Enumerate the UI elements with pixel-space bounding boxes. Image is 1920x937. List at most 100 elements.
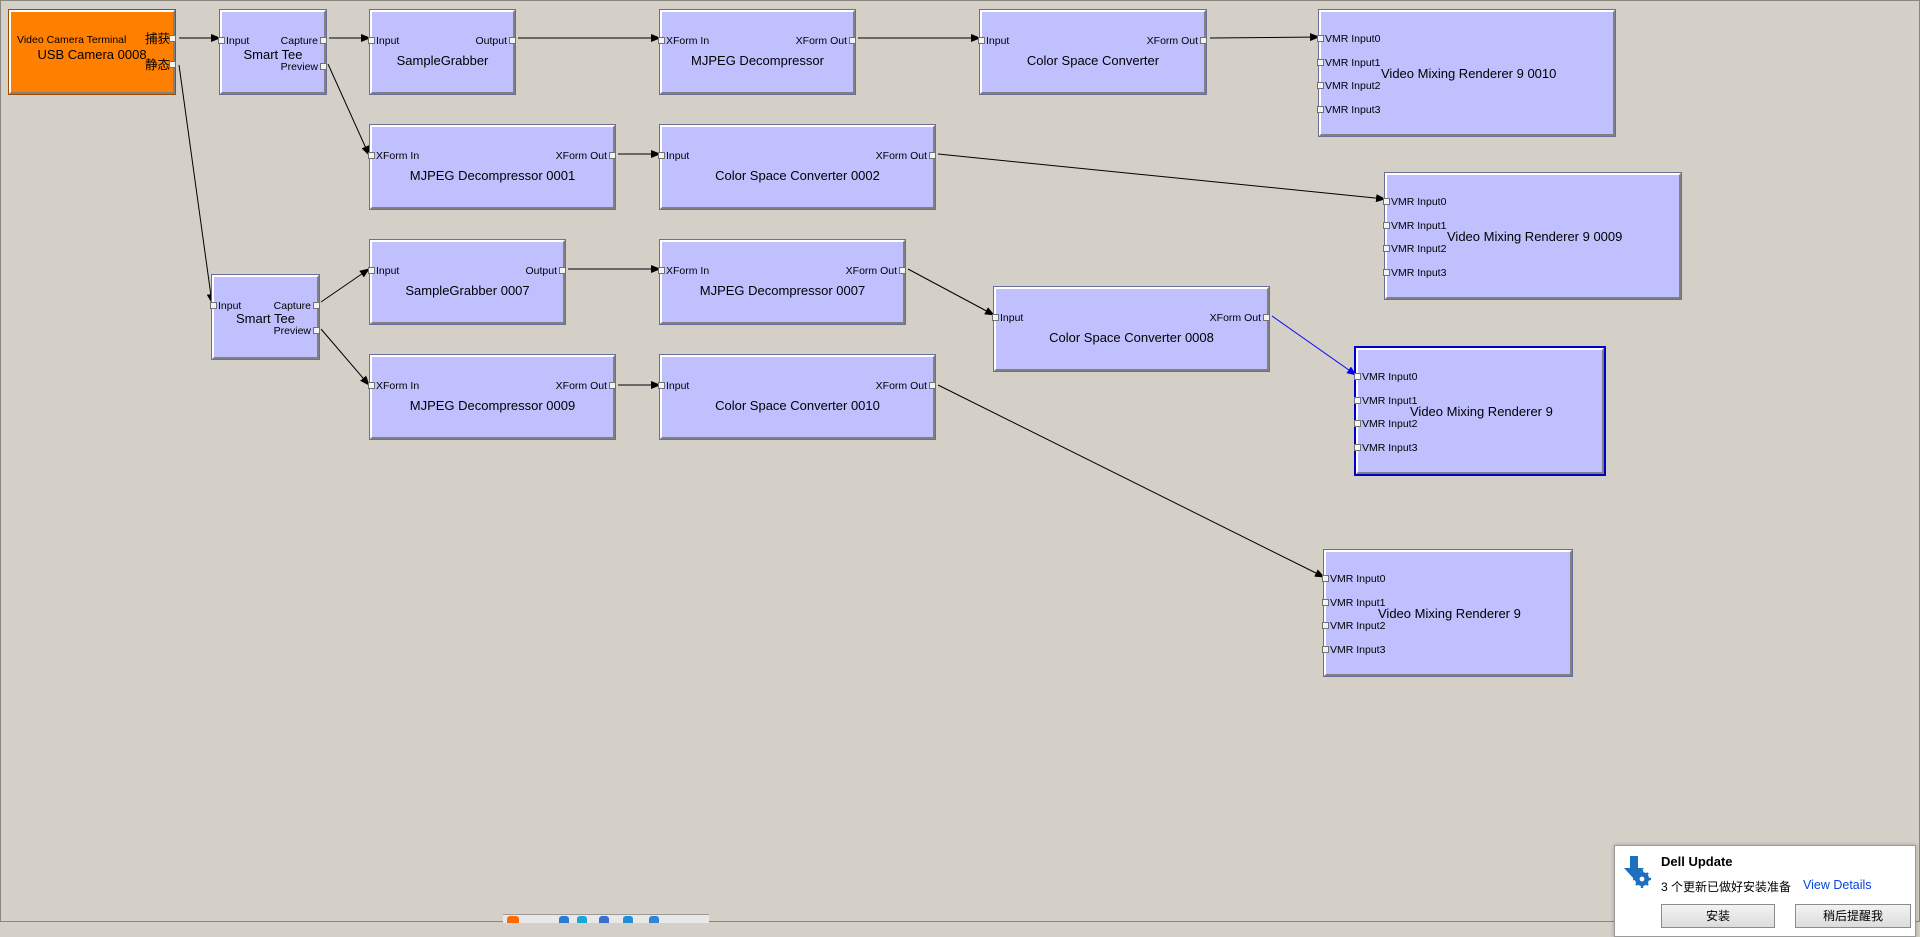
filter-usb-camera[interactable]: Video Camera Terminal 捕获 USB Camera 0008… [8,9,176,95]
filter-title: SampleGrabber 0007 [405,283,530,298]
pin-vmr-input3[interactable]: VMR Input3 [1322,644,1385,656]
pin-xform-out[interactable]: XForm Out [796,35,856,47]
filter-vmr9-0009[interactable]: VMR Input0 VMR Input1 VMR Input2 VMR Inp… [1383,172,1682,300]
pin-vmr-input3[interactable]: VMR Input3 [1383,267,1446,279]
pin-input[interactable]: Input [368,265,399,277]
filter-title: Color Space Converter 0008 [1049,330,1214,345]
connection-wire [178,64,215,304]
pin-input[interactable]: Input [978,35,1009,47]
filter-smart-tee[interactable]: Input Capture Smart Tee Preview [218,9,327,95]
pin-vmr-input2[interactable]: VMR Input2 [1317,80,1380,92]
pin-xform-out[interactable]: XForm Out [1210,312,1270,324]
app-icon[interactable] [577,916,587,923]
pin-output[interactable]: Output [525,265,566,277]
filter-title: MJPEG Decompressor [691,53,824,68]
pin-capture[interactable]: Capture [274,300,320,312]
filter-color-space-converter[interactable]: Input XForm Out Color Space Converter [978,9,1207,95]
filter-vmr9-selected[interactable]: VMR Input0 VMR Input1 VMR Input2 VMR Inp… [1354,346,1606,476]
pin-xform-out[interactable]: XForm Out [876,150,936,162]
pin-xform-out[interactable]: XForm Out [876,380,936,392]
connection-wire [937,384,1325,578]
notification-message: 3 个更新已做好安装准备 [1661,880,1792,894]
app-icon[interactable] [599,916,609,923]
pin-input[interactable]: Input [658,380,689,392]
connection-wire [937,153,1386,203]
app-icon[interactable] [507,916,519,923]
pin-xform-out[interactable]: XForm Out [556,150,616,162]
filter-title: MJPEG Decompressor 0009 [409,398,576,413]
pin-vmr-input2[interactable]: VMR Input2 [1383,243,1446,255]
filter-vmr9-bottom[interactable]: VMR Input0 VMR Input1 VMR Input2 VMR Inp… [1322,549,1573,677]
connection-wire [320,328,370,386]
filter-sample-grabber[interactable]: Input Output SampleGrabber [368,9,516,95]
filter-title: SampleGrabber [396,53,489,68]
filter-color-space-converter-0010[interactable]: Input XForm Out Color Space Converter 00… [658,354,936,440]
filter-title: Video Mixing Renderer 9 0010 [1381,66,1557,81]
filter-title: Video Mixing Renderer 9 [1410,404,1553,419]
view-details-link[interactable]: View Details [1803,878,1872,892]
pin-vmr-input3[interactable]: VMR Input3 [1317,104,1380,116]
download-gear-icon [1624,856,1651,888]
filter-title: Smart Tee [243,47,303,62]
pin-vmr-input1[interactable]: VMR Input1 [1354,395,1417,407]
install-button[interactable]: 安装 [1661,904,1775,928]
pin-vmr-input0[interactable]: VMR Input0 [1354,371,1417,383]
pin-still-cn[interactable]: 静态 [145,59,176,71]
pin-preview[interactable]: Preview [274,325,320,337]
remind-later-button[interactable]: 稍后提醒我 [1795,904,1911,928]
notification-title: Dell Update [1661,854,1733,869]
filter-title: MJPEG Decompressor 0007 [699,283,866,298]
filter-smart-tee-2[interactable]: Input Capture Smart Tee Preview [210,274,320,360]
pin-xform-out[interactable]: XForm Out [1147,35,1207,47]
pin-preview[interactable]: Preview [281,61,327,73]
pin-vmr-input2[interactable]: VMR Input2 [1354,418,1417,430]
pin-vmr-input0[interactable]: VMR Input0 [1317,33,1380,45]
connection-wire [907,268,995,316]
pin-capture-cn[interactable]: 捕获 [145,33,176,45]
pin-vmr-input0[interactable]: VMR Input0 [1322,573,1385,585]
pin-input[interactable]: Input [210,300,241,312]
pin-vmr-input3[interactable]: VMR Input3 [1354,442,1417,454]
pin-video-camera-terminal[interactable]: Video Camera Terminal [17,34,127,46]
pin-output[interactable]: Output [475,35,516,47]
filter-mjpeg-decompressor-0001[interactable]: XForm In XForm Out MJPEG Decompressor 00… [368,124,616,210]
pin-xform-in[interactable]: XForm In [658,35,709,47]
app-icon[interactable] [649,916,659,923]
filter-title: Smart Tee [235,311,295,326]
app-icon[interactable] [623,916,633,923]
pin-capture[interactable]: Capture [281,35,327,47]
pin-vmr-input1[interactable]: VMR Input1 [1317,57,1380,69]
pin-xform-out[interactable]: XForm Out [846,265,906,277]
pin-vmr-input1[interactable]: VMR Input1 [1383,220,1446,232]
pin-xform-in[interactable]: XForm In [368,150,419,162]
pin-input[interactable]: Input [368,35,399,47]
filter-color-space-converter-0002[interactable]: Input XForm Out Color Space Converter 00… [658,124,936,210]
filter-mjpeg-decompressor-0007[interactable]: XForm In XForm Out MJPEG Decompressor 00… [658,239,906,325]
connection-wire [320,268,370,303]
pin-vmr-input2[interactable]: VMR Input2 [1322,620,1385,632]
pin-input[interactable]: Input [218,35,249,47]
filter-sample-grabber-0007[interactable]: Input Output SampleGrabber 0007 [368,239,566,325]
dell-update-notification[interactable]: Dell Update 3 个更新已做好安装准备 View Details 安装… [1614,845,1916,937]
filter-title: USB Camera 0008 [37,47,147,62]
filter-mjpeg-decompressor[interactable]: XForm In XForm Out MJPEG Decompressor [658,9,856,95]
connection-wire [327,63,370,156]
pin-xform-in[interactable]: XForm In [658,265,709,277]
pin-xform-in[interactable]: XForm In [368,380,419,392]
filter-vmr9-0010[interactable]: VMR Input0 VMR Input1 VMR Input2 VMR Inp… [1317,9,1616,137]
pin-input[interactable]: Input [992,312,1023,324]
pin-vmr-input1[interactable]: VMR Input1 [1322,597,1385,609]
pin-vmr-input0[interactable]: VMR Input0 [1383,196,1446,208]
filter-title: Color Space Converter [1026,53,1160,68]
connection-wire [1209,33,1320,42]
filter-color-space-converter-0008[interactable]: Input XForm Out Color Space Converter 00… [992,286,1270,372]
pin-input[interactable]: Input [658,150,689,162]
filter-mjpeg-decompressor-0009[interactable]: XForm In XForm Out MJPEG Decompressor 00… [368,354,616,440]
filter-title: Color Space Converter 0010 [715,398,880,413]
app-icon[interactable] [559,916,569,923]
filter-title: Video Mixing Renderer 9 [1378,606,1521,621]
taskbar-strip [503,914,709,923]
pin-xform-out[interactable]: XForm Out [556,380,616,392]
